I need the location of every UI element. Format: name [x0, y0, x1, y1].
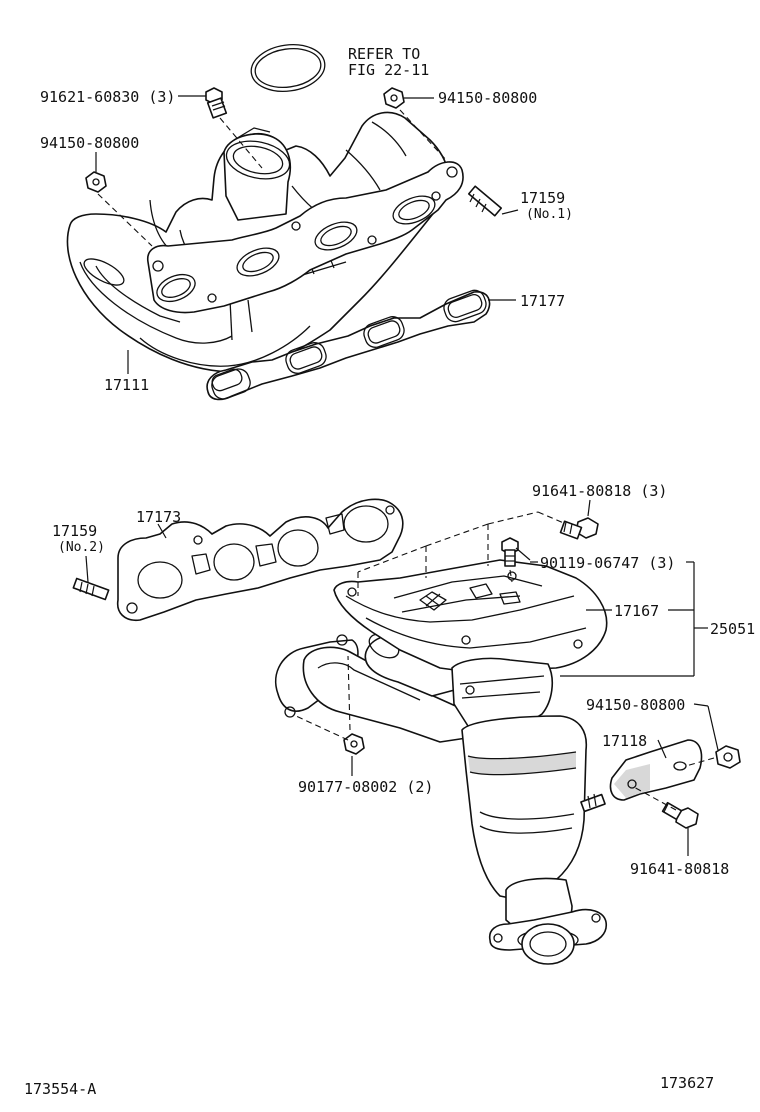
bolt-91641-bottom	[661, 801, 699, 829]
label-25051: 25051	[710, 620, 755, 638]
label-17159-no1-sub: (No.1)	[526, 207, 573, 222]
manifold-gasket-upper	[206, 289, 491, 401]
label-94150-80800-top: 94150-80800	[438, 89, 537, 107]
front-exhaust-pipe-catalyst	[274, 559, 608, 965]
label-17118: 17118	[602, 732, 647, 750]
label-refer-to: REFER TO	[348, 45, 420, 63]
nut-94150-top	[383, 87, 405, 109]
label-94150-80800-left: 94150-80800	[40, 134, 139, 152]
label-91621-60830: 91621-60830 (3)	[40, 88, 175, 106]
stud-17159-no2	[72, 577, 110, 601]
label-90177-08002: 90177-08002 (2)	[298, 778, 433, 796]
label-17159-no2-sub: (No.2)	[58, 540, 105, 555]
label-17177: 17177	[520, 292, 565, 310]
label-17167: 17167	[614, 602, 659, 620]
label-90119-06747: 90119-06747 (3)	[540, 554, 675, 572]
figure-code-left: 173554-A	[24, 1080, 96, 1098]
label-91641-80818-top: 91641-80818 (3)	[532, 482, 667, 500]
stud-17159-no1	[467, 185, 503, 217]
label-17111: 17111	[104, 376, 149, 394]
label-17159-no2: 17159	[52, 522, 97, 540]
nut-90177	[343, 733, 365, 755]
bolt-91621	[205, 87, 228, 119]
nut-94150-left	[85, 171, 107, 193]
nut-94150-right	[715, 745, 741, 769]
label-17159-no1: 17159	[520, 189, 565, 207]
label-refer-fig: FIG 22-11	[348, 61, 429, 79]
label-91641-80818-bottom: 91641-80818	[630, 860, 729, 878]
figure-code-right: 173627	[660, 1074, 714, 1092]
manifold-gasket-lower	[116, 498, 404, 622]
label-94150-80800-right: 94150-80800	[586, 696, 685, 714]
o-ring	[250, 43, 326, 93]
label-17173: 17173	[136, 508, 181, 526]
stay-bracket	[609, 739, 703, 801]
bolt-90119	[501, 537, 519, 567]
exhaust-manifold	[66, 111, 464, 373]
bolt-91641-top	[559, 517, 599, 540]
